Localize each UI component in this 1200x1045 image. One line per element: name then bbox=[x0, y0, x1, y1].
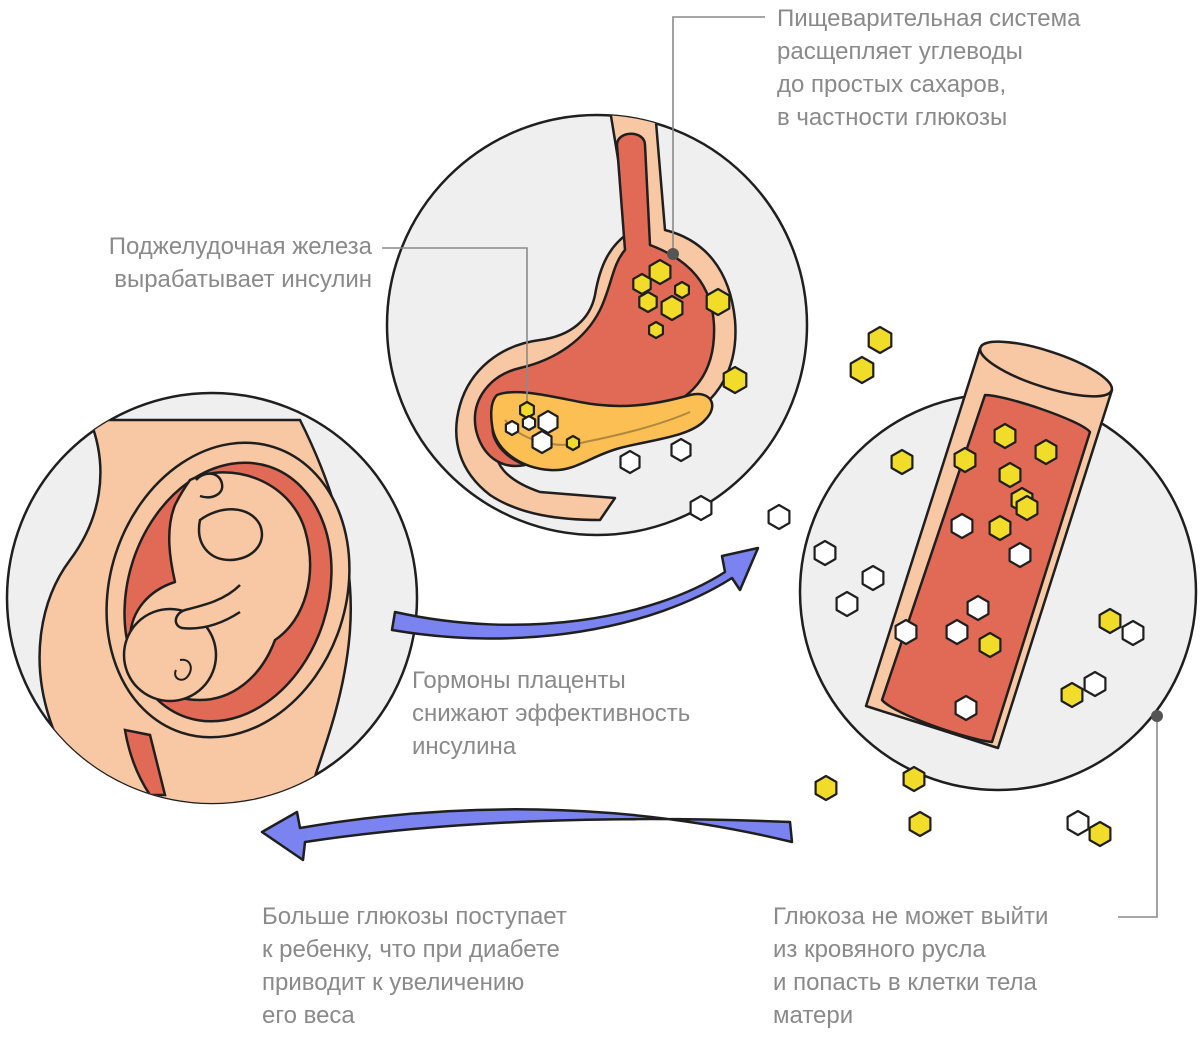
pancreas-line: вырабатывает инсулин bbox=[114, 266, 372, 293]
pancreas-label: Поджелудочная железа вырабатывает инсули… bbox=[109, 230, 372, 296]
glucose-molecule-yellow bbox=[518, 400, 536, 420]
placenta-line: инсулина bbox=[412, 733, 517, 760]
leader-dot-glucose bbox=[1151, 710, 1163, 722]
digestion-line: Пищеварительная система bbox=[777, 5, 1081, 32]
glucose-molecule-yellow bbox=[988, 514, 1012, 542]
glucose-molecule-white bbox=[521, 414, 537, 432]
glucose-molecules bbox=[504, 258, 1145, 848]
arrow-to-vessel bbox=[390, 546, 760, 640]
glucose-blocked-line: матери bbox=[773, 1002, 854, 1029]
glucose-molecule-yellow bbox=[647, 320, 665, 340]
fetus-illustration bbox=[5, 391, 419, 805]
glucose-molecule-white bbox=[861, 564, 885, 592]
glucose-molecule-yellow bbox=[978, 631, 1002, 659]
stomach-illustration bbox=[385, 113, 809, 537]
glucose-molecule-white bbox=[537, 409, 559, 435]
leader-dot-digestion bbox=[667, 248, 679, 260]
glucose-molecule-yellow bbox=[705, 287, 731, 317]
leader-digestion bbox=[672, 16, 765, 252]
leader-lines bbox=[382, 16, 1158, 918]
glucose-blocked-line: и попасть в клетки тела bbox=[773, 969, 1037, 996]
glucose-molecule-white bbox=[1121, 619, 1145, 647]
glucose-molecule-yellow bbox=[1060, 681, 1084, 709]
digestion-line: до простых сахаров, bbox=[777, 71, 1007, 98]
digestion-line: расщепляет углеводы bbox=[777, 38, 1023, 65]
baby-weight-line: приводит к увеличению bbox=[262, 969, 525, 996]
glucose-molecule-white bbox=[945, 618, 969, 646]
digestion-line: в частности глюкозы bbox=[777, 104, 1008, 131]
glucose-molecule-yellow bbox=[648, 258, 672, 286]
glucose-molecule-white bbox=[894, 618, 918, 646]
glucose-molecule-yellow bbox=[953, 446, 977, 474]
leader-pancreas bbox=[382, 247, 528, 410]
glucose-molecule-white bbox=[835, 590, 859, 618]
glucose-molecule-white bbox=[689, 494, 713, 522]
glucose-molecule-yellow bbox=[565, 434, 581, 452]
glucose-molecule-yellow bbox=[902, 765, 926, 793]
glucose-blocked-label: Глюкоза не может выйти из кровяного русл… bbox=[773, 900, 1048, 1032]
glucose-molecule-white bbox=[619, 449, 641, 475]
glucose-molecule-white bbox=[1008, 541, 1032, 569]
glucose-blocked-line: Глюкоза не может выйти bbox=[773, 903, 1049, 930]
glucose-blocked-line: из кровяного русла bbox=[773, 936, 986, 963]
glucose-molecule-yellow bbox=[993, 422, 1017, 450]
glucose-molecule-white bbox=[954, 694, 978, 722]
glucose-molecule-white bbox=[813, 539, 837, 567]
glucose-molecule-yellow bbox=[638, 290, 658, 314]
leader-glucose bbox=[1118, 716, 1158, 918]
glucose-molecule-white bbox=[950, 512, 974, 540]
glucose-molecule-white bbox=[1083, 670, 1107, 698]
baby-weight-line: его веса bbox=[262, 1002, 355, 1029]
glucose-molecule-yellow bbox=[722, 365, 748, 395]
arrow-to-baby bbox=[260, 808, 794, 862]
glucose-molecule-white bbox=[670, 437, 692, 463]
glucose-molecule-yellow bbox=[890, 448, 914, 476]
glucose-molecule-yellow bbox=[660, 294, 684, 322]
glucose-molecule-yellow bbox=[1088, 820, 1112, 848]
digestion-label: Пищеварительная система расщепляет углев… bbox=[777, 2, 1080, 134]
glucose-molecule-yellow bbox=[908, 810, 932, 838]
placenta-label: Гормоны плаценты снижают эффективность и… bbox=[412, 664, 690, 763]
placenta-line: снижают эффективность bbox=[412, 700, 691, 727]
glucose-molecule-white bbox=[504, 419, 520, 437]
glucose-molecule-yellow bbox=[673, 280, 691, 300]
glucose-molecule-white bbox=[1066, 809, 1090, 837]
glucose-molecule-white bbox=[767, 503, 791, 531]
glucose-molecule-yellow bbox=[1015, 494, 1039, 522]
glucose-molecule-white bbox=[531, 429, 553, 455]
baby-weight-line: к ребенку, что при диабете bbox=[262, 936, 560, 963]
glucose-molecule-yellow bbox=[849, 355, 875, 385]
glucose-molecule-yellow bbox=[632, 272, 652, 296]
glucose-molecule-yellow bbox=[1098, 607, 1122, 635]
pancreas-line: Поджелудочная железа bbox=[108, 233, 372, 260]
glucose-molecule-yellow bbox=[814, 774, 838, 802]
glucose-molecule-yellow bbox=[1034, 438, 1058, 466]
baby-weight-label: Больше глюкозы поступает к ребенку, что … bbox=[262, 900, 567, 1032]
placenta-line: Гормоны плаценты bbox=[412, 667, 626, 694]
baby-weight-line: Больше глюкозы поступает bbox=[262, 903, 567, 930]
glucose-molecule-yellow bbox=[867, 325, 893, 355]
glucose-molecule-yellow bbox=[998, 461, 1022, 489]
glucose-molecule-white bbox=[966, 594, 990, 622]
